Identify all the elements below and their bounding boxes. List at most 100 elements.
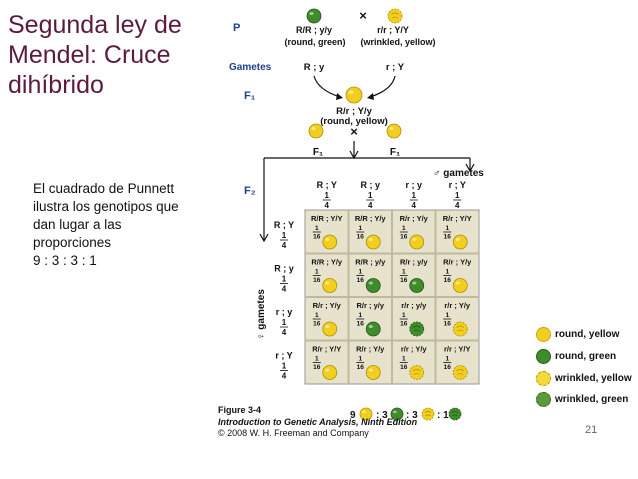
pea-round-yellow-icon [409,234,425,250]
cell-genotype: R/r ; Y/y [313,301,342,310]
pea-highlight [412,281,417,285]
pea-wrinkle-mark [413,369,421,375]
cell-genotype: R/r ; Y/y [356,345,385,354]
pea-round-yellow-icon [365,365,381,380]
legend-label: round, yellow [555,328,620,340]
pea-round-yellow-icon [308,123,324,139]
pea-round-yellow-icon [452,278,468,293]
p-generation-label: P [233,22,240,34]
figure-caption: Figure 3-4 Introduction to Genetic Analy… [218,405,417,440]
pea-wrinkled-yellow-icon [421,407,435,421]
pea-highlight [311,127,316,130]
row-gamete-freq-den: 4 [282,328,287,337]
cell-freq-den: 16 [400,321,408,328]
pea-highlight [455,238,460,241]
pea-highlight [325,368,330,372]
cell-genotype: R/r ; y/y [356,301,384,310]
cell-freq-num: 1 [358,269,362,276]
cell-genotype: R/R ; Y/Y [311,214,343,223]
cell-genotype: R/R ; Y/y [311,258,343,267]
pea-wrinkled-yellow-icon [387,8,403,24]
pea-wrinkled-yellow-icon [452,365,468,380]
parent2-phenotype: (wrinkled, yellow) [360,37,435,47]
pea-wrinkle-mark [391,12,399,19]
cell-freq-num: 1 [358,225,362,232]
cell-freq-num: 1 [315,312,319,319]
pea-wrinkled-green-icon [448,407,462,421]
pea-round-yellow-icon [322,278,338,293]
cell-genotype: R/r ; Y/y [443,258,472,267]
cell-freq-num: 1 [402,356,406,363]
pea-highlight [325,325,330,328]
pea-highlight [309,12,314,15]
cell-genotype: R/R ; y/y [355,258,386,267]
body-line: 9 : 3 : 3 : 1 [33,253,97,268]
pea-highlight [368,368,373,372]
f2-label: F₂ [244,185,256,197]
cell-freq-num: 1 [402,269,406,276]
cell-freq-num: 1 [445,312,449,319]
row-gamete-label: r ; y [276,307,293,317]
pea-highlight [412,238,417,241]
row-gamete-freq-num: 1 [282,362,287,371]
row-gamete-label: R ; Y [274,220,294,230]
pea-icon [536,391,551,407]
pea-round-yellow-icon [322,365,338,380]
cell-freq-den: 16 [357,277,365,284]
cell-freq-num: 1 [402,225,406,232]
cell-freq-den: 16 [357,234,365,241]
cell-freq-num: 1 [315,356,319,363]
pea-round-yellow-icon [365,234,381,250]
row-gamete-label: R ; y [274,264,294,274]
col-gamete-freq-num: 1 [412,191,417,200]
pea-round-green-icon [365,321,381,337]
body-line: ilustra los genotipos que [33,199,179,214]
body-line: dan lugar a las [33,217,122,232]
f1-genotype: R/r ; Y/y [336,106,372,117]
pea-round-green-icon [409,278,425,293]
slide-body: El cuadrado de Punnett ilustra los genot… [33,180,193,270]
caption-copyright: © 2008 W. H. Freeman and Company [218,428,369,438]
ratio-value: : 3 [406,410,418,421]
row-gamete-freq-num: 1 [282,231,287,240]
col-gamete-freq-num: 1 [325,191,330,200]
row-gamete-label: r ; Y [275,351,292,361]
gamete-arrow-right [369,75,396,98]
row-gamete-freq-den: 4 [282,285,287,294]
pea-highlight [368,325,373,328]
legend-round-yellow: round, yellow [536,325,619,343]
page-number: 21 [585,424,598,436]
legend-label: round, green [555,350,617,362]
pea-wrinkle-mark [413,325,421,332]
legend-round-green: round, green [536,347,616,365]
body-line: proporciones [33,235,112,250]
legend-wrinkled-yellow: wrinkled, yellow [536,369,632,387]
row-gamete-freq-den: 4 [282,241,287,250]
col-gamete-freq-num: 1 [455,191,460,200]
col-gamete-freq-den: 4 [455,201,460,210]
col-gamete-freq-den: 4 [412,201,417,210]
row-gamete-freq-num: 1 [282,275,287,284]
cell-freq-den: 16 [444,234,452,241]
cell-freq-den: 16 [400,277,408,284]
pea-wrinkled-yellow-icon [452,321,468,337]
cross-connector [263,141,471,240]
pea-highlight [362,410,366,414]
pea-highlight [368,281,373,285]
pea-wrinkle-mark [456,325,464,332]
cell-genotype: R/r ; y/y [400,258,428,267]
col-gamete-label: R ; y [360,180,380,190]
legend-label: wrinkled, yellow [555,372,632,384]
gametes-row-label: Gametes [229,62,272,73]
cell-freq-den: 16 [313,364,321,371]
cell-freq-den: 16 [444,364,452,371]
cell-freq-den: 16 [444,277,452,284]
f1-parent-label: F₁ [390,147,400,158]
arrowhead [259,233,269,243]
pea-round-yellow-icon [452,234,468,250]
pea-round-yellow-icon [345,86,363,104]
pea-highlight [368,238,373,241]
pea-round-green-icon [365,278,381,293]
ratio-value: : 1 [437,410,449,421]
